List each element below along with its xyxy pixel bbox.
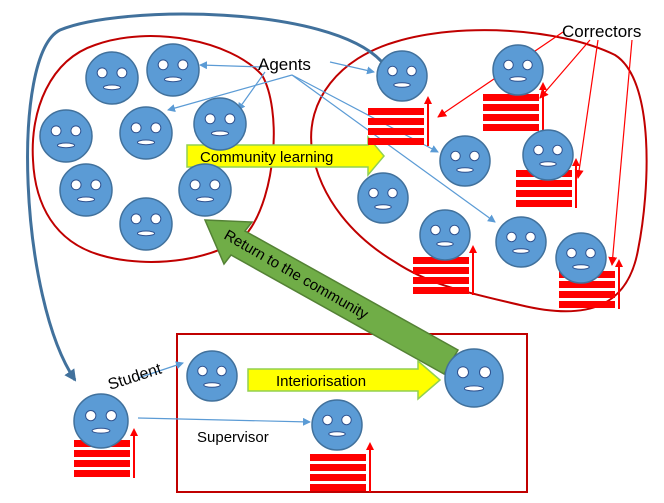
agent-face bbox=[193, 97, 247, 151]
agent-face bbox=[119, 197, 173, 251]
agent-face bbox=[85, 51, 139, 105]
agent-face bbox=[419, 209, 471, 261]
agent-face bbox=[439, 135, 491, 187]
supervision-box bbox=[176, 333, 528, 493]
agent-face bbox=[492, 44, 544, 96]
agent-face bbox=[146, 43, 200, 97]
assessment-stack bbox=[483, 82, 547, 132]
student-label: Student bbox=[106, 360, 164, 393]
agent-face bbox=[186, 350, 238, 402]
assessment-stack bbox=[310, 442, 374, 492]
assessment-stack bbox=[368, 96, 432, 146]
agent-face bbox=[522, 129, 574, 181]
agent-face bbox=[119, 106, 173, 160]
assessment-stack bbox=[413, 245, 477, 295]
agent-face bbox=[376, 50, 428, 102]
agent-faces bbox=[39, 43, 607, 451]
agents-label: Agents bbox=[258, 55, 311, 74]
agent-face bbox=[39, 109, 93, 163]
agent-face bbox=[555, 232, 607, 284]
agent-face bbox=[311, 399, 363, 451]
agent-face bbox=[73, 393, 129, 449]
correctors-label: Correctors bbox=[562, 22, 641, 41]
agents-community-region bbox=[31, 35, 275, 263]
agent-face bbox=[59, 163, 113, 217]
loop-arrow bbox=[26, 12, 384, 382]
interiorisation-arrow bbox=[247, 359, 442, 401]
return-to-community-label: Return to the community bbox=[221, 227, 371, 324]
agent-face bbox=[444, 348, 504, 408]
agent-face bbox=[495, 216, 547, 268]
supervisor-label: Supervisor bbox=[197, 429, 269, 446]
community-learning-label: Community learning bbox=[200, 149, 333, 166]
agent-face bbox=[178, 163, 232, 217]
interiorisation-label: Interiorisation bbox=[276, 373, 366, 390]
agent-face bbox=[357, 172, 409, 224]
